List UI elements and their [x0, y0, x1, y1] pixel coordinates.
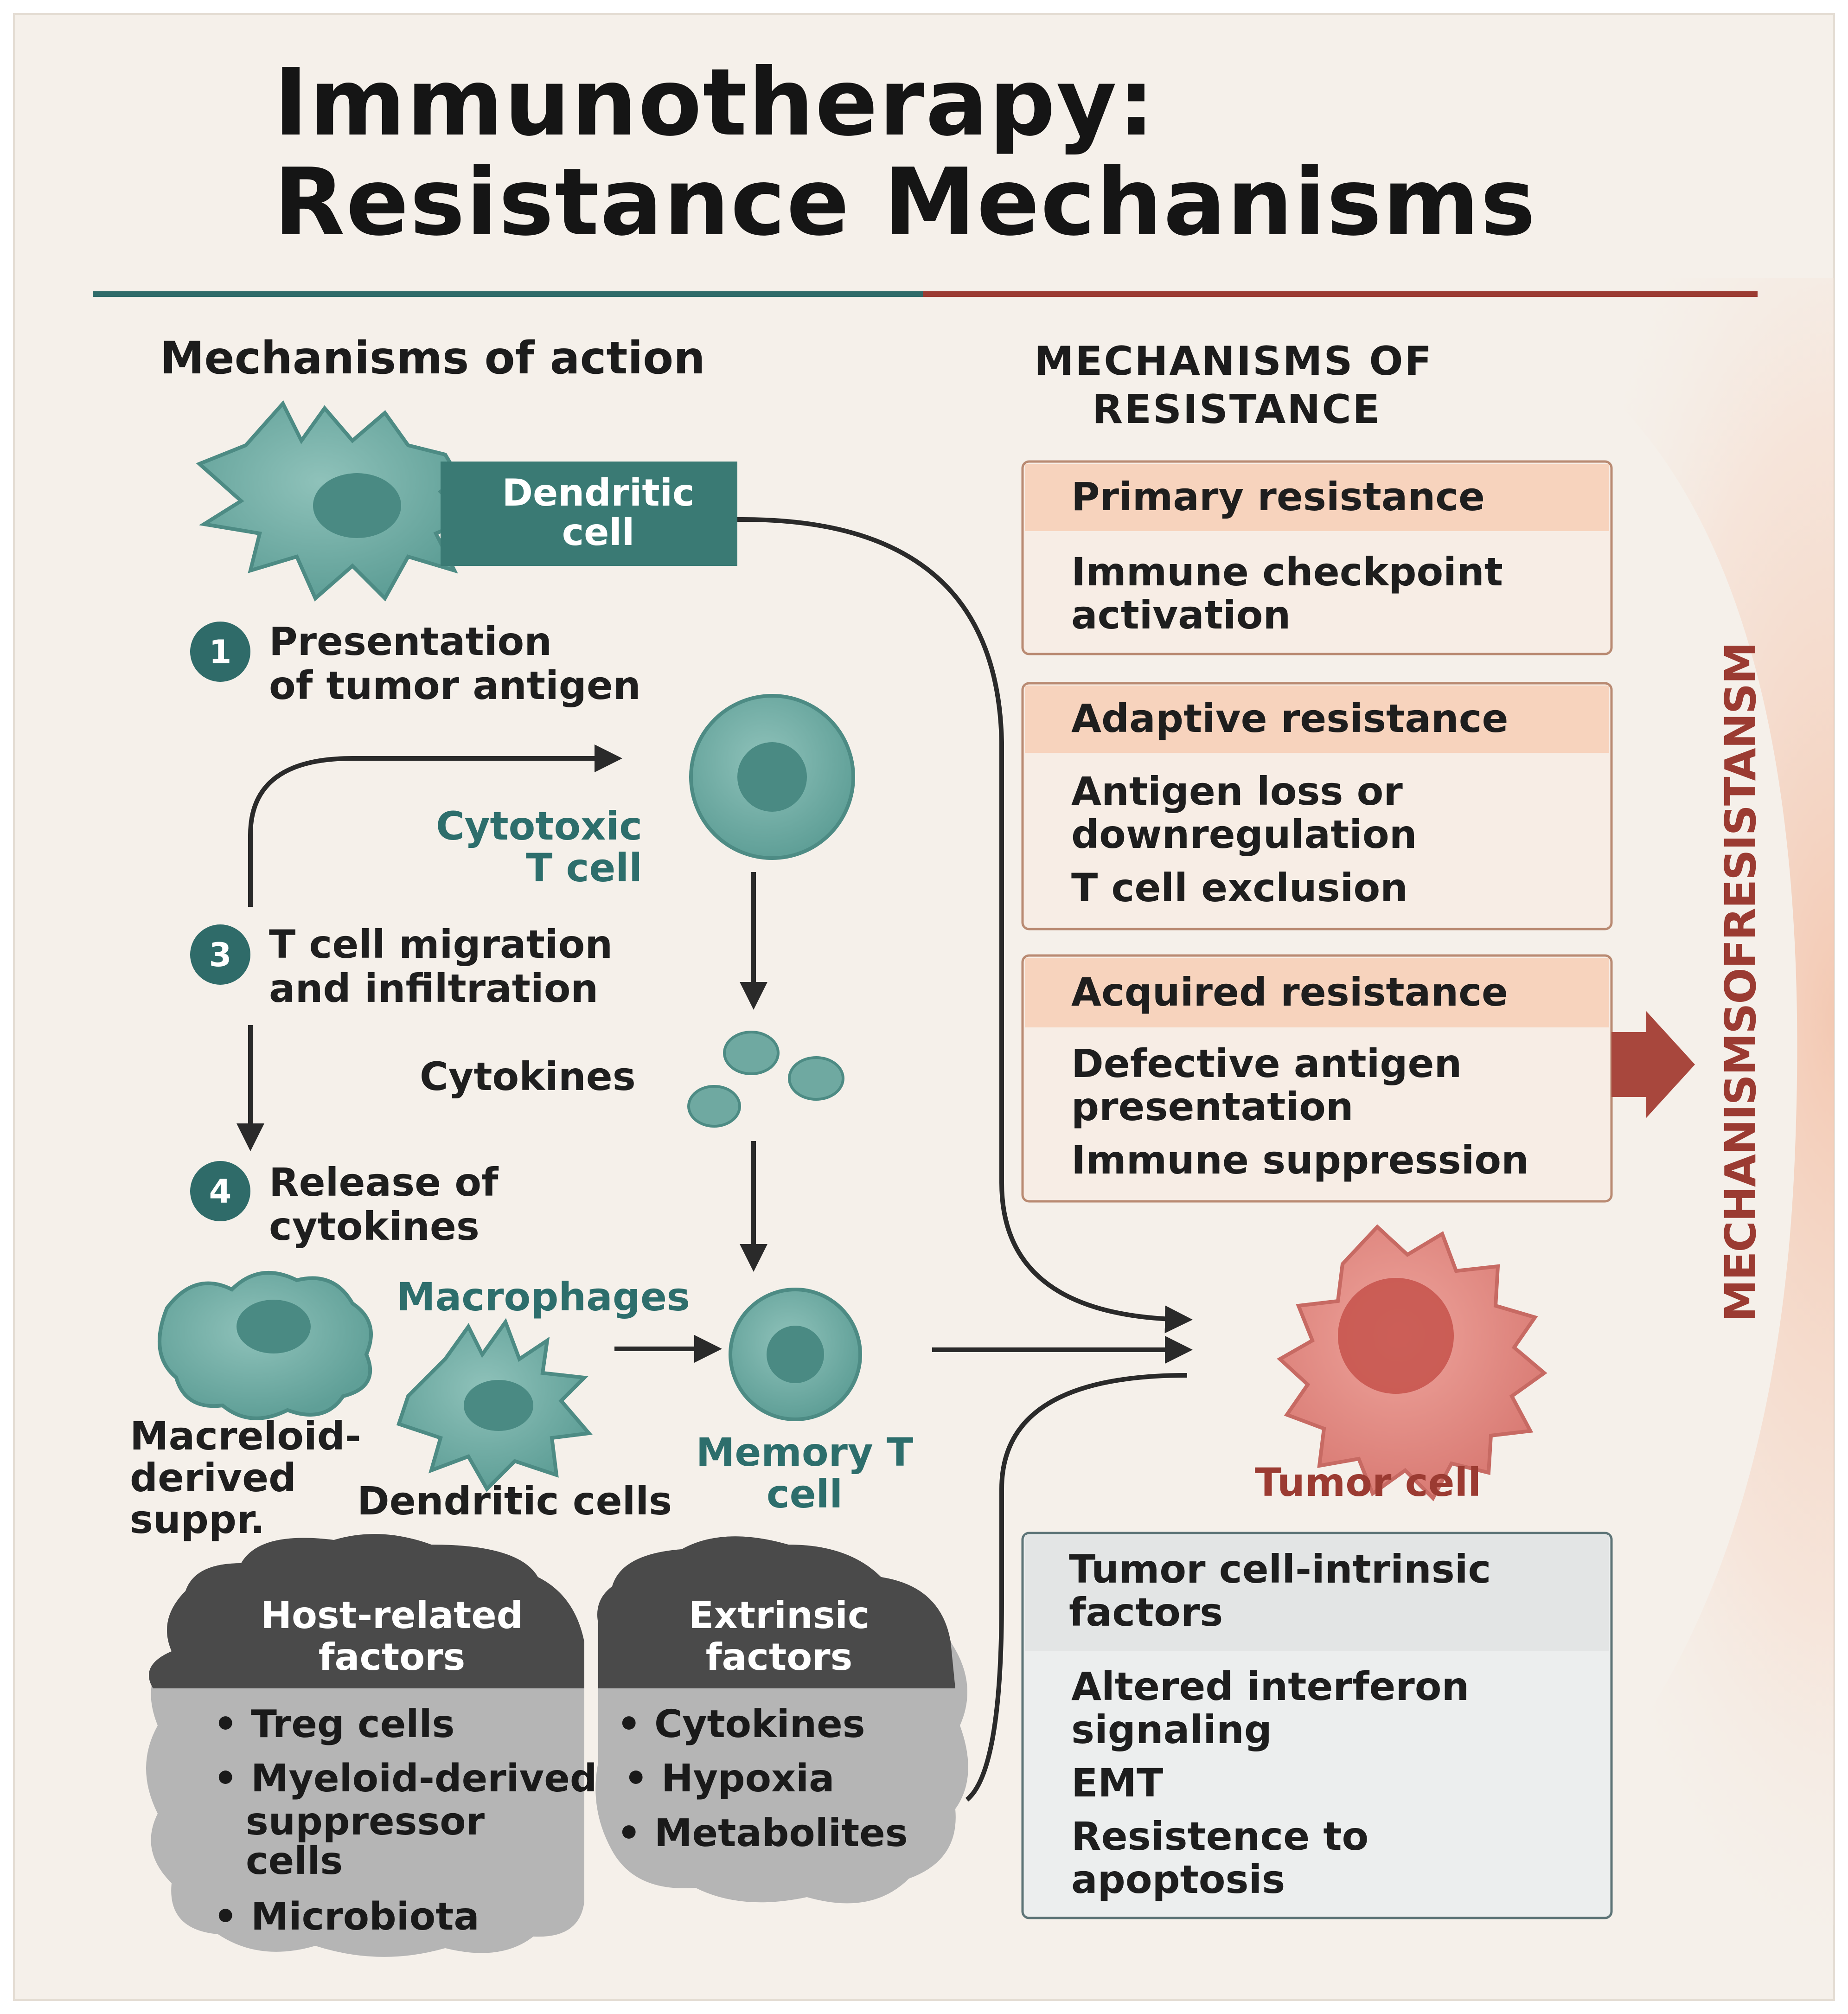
cytotoxic-t-cell-icon — [689, 694, 855, 860]
intrinsic-factors-heading-1: Tumor cell-intrinsic — [1069, 1546, 1491, 1592]
title-line-2: Resistance Mechanisms — [274, 148, 1536, 257]
adaptive-resistance-heading: Adaptive resistance — [1071, 696, 1508, 741]
dendritic-cell-label-box — [441, 462, 737, 566]
acquired-resistance-line: Immune suppression — [1071, 1137, 1529, 1183]
tumor-cell-icon — [1277, 1224, 1547, 1501]
mechanisms-of-resistance-heading-2: RESISTANCE — [1092, 386, 1381, 433]
mechanisms-of-resistance-heading-1: MECHANISMS OF — [1034, 338, 1433, 385]
intrinsic-factors-heading-2: factors — [1069, 1590, 1223, 1635]
step-1-line-2: of tumor antigen — [269, 663, 641, 708]
acquired-resistance-box — [1021, 954, 1613, 1203]
host-factor-item: • Treg cells — [213, 1702, 454, 1746]
title-line-1: Immunotherapy: — [274, 49, 1156, 157]
intrinsic-factors-box — [1021, 1532, 1613, 1919]
migration-loop-arrow — [248, 744, 622, 907]
cytokine-particles-icon — [687, 1031, 844, 1128]
cytotoxic-t-cell-label-2: T cell — [526, 845, 642, 891]
cytotoxic-t-cell-label-1: Cytotoxic — [436, 803, 642, 849]
extrinsic-factors-cloud — [595, 1536, 968, 1904]
cytokines-label: Cytokines — [420, 1054, 636, 1099]
step-1-badge — [190, 622, 250, 682]
intrinsic-factor-line: apoptosis — [1071, 1857, 1285, 1902]
acquired-resistance-heading: Acquired resistance — [1071, 969, 1508, 1015]
macreloid-label-3: suppr. — [130, 1497, 265, 1542]
dendritic-cell-label-2: cell — [562, 511, 635, 554]
tumor-cell-label: Tumor cell — [1255, 1460, 1481, 1505]
macreloid-label-2: derived — [130, 1455, 296, 1501]
extrinsic-factor-item: • Hypoxia — [624, 1757, 834, 1801]
primary-resistance-box — [1021, 460, 1613, 655]
step-1-number: 1 — [209, 633, 232, 671]
step-4-line-1: Release of — [269, 1160, 499, 1205]
host-factor-item: • Myeloid-derived — [213, 1757, 597, 1801]
macrophages-label: Macrophages — [396, 1274, 690, 1320]
title-rule-red — [923, 291, 1758, 297]
memory-t-cell-label-2: cell — [767, 1471, 843, 1517]
mechanisms-of-action-heading: Mechanisms of action — [160, 332, 705, 384]
step-3-line-1: T cell migration — [269, 922, 613, 967]
primary-resistance-line: activation — [1071, 592, 1291, 638]
extrinsic-factor-item: • Cytokines — [617, 1702, 865, 1746]
host-factors-cloud — [146, 1534, 584, 1957]
step-3-line-2: and infiltration — [269, 966, 598, 1011]
dendritic-cells-label: Dendritic cells — [357, 1478, 672, 1524]
host-factors-heading-1: Host-related — [261, 1594, 523, 1637]
adaptive-resistance-line: downregulation — [1071, 812, 1417, 857]
step-4-line-2: cytokines — [269, 1204, 480, 1249]
memory-t-cell-icon — [729, 1288, 862, 1421]
resistance-block-arrow-icon — [1611, 1011, 1695, 1118]
adaptive-resistance-line: T cell exclusion — [1071, 865, 1408, 911]
macreloid-label-1: Macreloid- — [130, 1413, 361, 1459]
primary-resistance-line: Immune checkpoint — [1071, 549, 1503, 595]
acquired-resistance-line: Defective antigen — [1071, 1041, 1462, 1086]
intrinsic-factor-line: Resistence to — [1071, 1814, 1368, 1859]
step-4-number: 4 — [209, 1173, 232, 1211]
extrinsic-factors-heading-1: Extrinsic — [689, 1594, 870, 1637]
step-1-line-1: Presentation — [269, 619, 552, 664]
adaptive-resistance-box — [1021, 682, 1613, 930]
step-4-badge — [190, 1161, 250, 1221]
dendritic-cell-label-1: Dendritic — [502, 471, 695, 514]
adaptive-resistance-line: Antigen loss or — [1071, 769, 1403, 814]
dendritic-cells-icon — [396, 1318, 593, 1492]
intrinsic-factor-line: Altered interferon — [1071, 1664, 1469, 1709]
primary-resistance-heading: Primary resistance — [1071, 474, 1485, 520]
dendritic-to-tumor-curve — [737, 517, 1193, 1334]
host-factor-item: • Microbiota — [213, 1895, 480, 1939]
step-3-badge — [190, 924, 250, 985]
host-factors-heading-2: factors — [319, 1636, 465, 1679]
extrinsic-factor-item: • Metabolites — [617, 1811, 908, 1855]
host-factor-item: cells — [246, 1839, 343, 1883]
acquired-resistance-line: presentation — [1071, 1084, 1354, 1129]
title-rule-teal — [93, 291, 923, 297]
factors-to-tumor-curve — [965, 1373, 1188, 1802]
step-3-number: 3 — [209, 936, 232, 974]
memory-t-cell-label-1: Memory T — [696, 1430, 914, 1475]
vertical-mechanisms-label: MECHANISMSOFRESISTANSM — [1716, 642, 1765, 1322]
intrinsic-factor-line: EMT — [1071, 1760, 1163, 1806]
extrinsic-factors-heading-2: factors — [706, 1636, 852, 1679]
intrinsic-factor-line: signaling — [1071, 1707, 1272, 1752]
host-factor-item: suppressor — [246, 1800, 485, 1844]
resistance-glow — [1322, 278, 1834, 1925]
macroloid-cell-icon — [158, 1271, 373, 1420]
